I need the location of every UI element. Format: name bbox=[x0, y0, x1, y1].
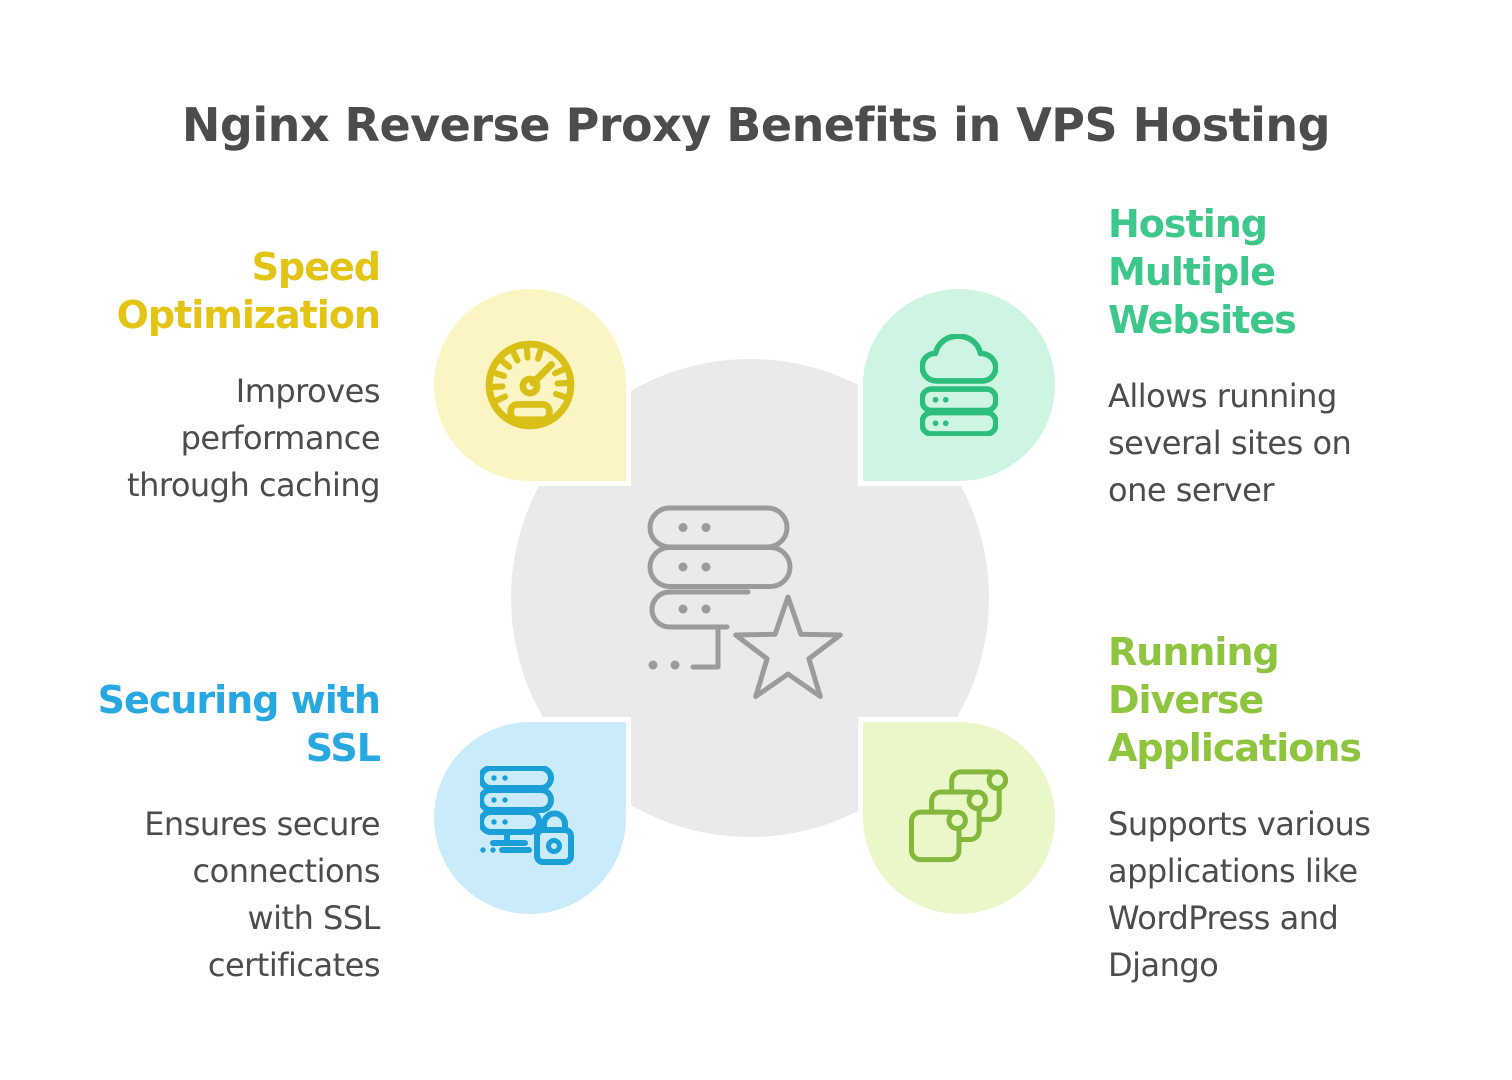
section-heading: Securing with SSL bbox=[97, 678, 381, 770]
layered-apps-icon bbox=[906, 768, 1012, 869]
section-body: Improves performance through caching bbox=[127, 372, 380, 504]
page-title: Nginx Reverse Proxy Benefits in VPS Host… bbox=[181, 98, 1331, 152]
section-securing-with-ssl: Securing with SSL Ensures secure connect… bbox=[35, 676, 381, 989]
ssl-bubble bbox=[429, 717, 631, 919]
section-body: Allows running several sites on one serv… bbox=[1108, 377, 1352, 509]
section-running-diverse-applications: Running Diverse Applications Supports va… bbox=[1108, 628, 1453, 989]
section-hosting-multiple-websites: Hosting Multiple Websites Allows running… bbox=[1108, 200, 1453, 514]
server-stack-star-icon bbox=[645, 502, 845, 702]
section-body: Supports various applications like WordP… bbox=[1108, 805, 1371, 984]
section-body: Ensures secure connections with SSL cert… bbox=[144, 805, 380, 984]
section-heading: Speed Optimization bbox=[116, 245, 381, 337]
server-lock-icon bbox=[480, 766, 580, 870]
speedometer-icon bbox=[479, 334, 581, 436]
cloud-server-icon bbox=[920, 334, 998, 436]
section-heading: Running Diverse Applications bbox=[1108, 630, 1362, 770]
apps-bubble bbox=[858, 717, 1060, 919]
speed-bubble bbox=[429, 284, 631, 486]
hosting-bubble bbox=[858, 284, 1060, 486]
section-heading: Hosting Multiple Websites bbox=[1108, 202, 1297, 342]
section-speed-optimization: Speed Optimization Improves performance … bbox=[35, 243, 381, 509]
